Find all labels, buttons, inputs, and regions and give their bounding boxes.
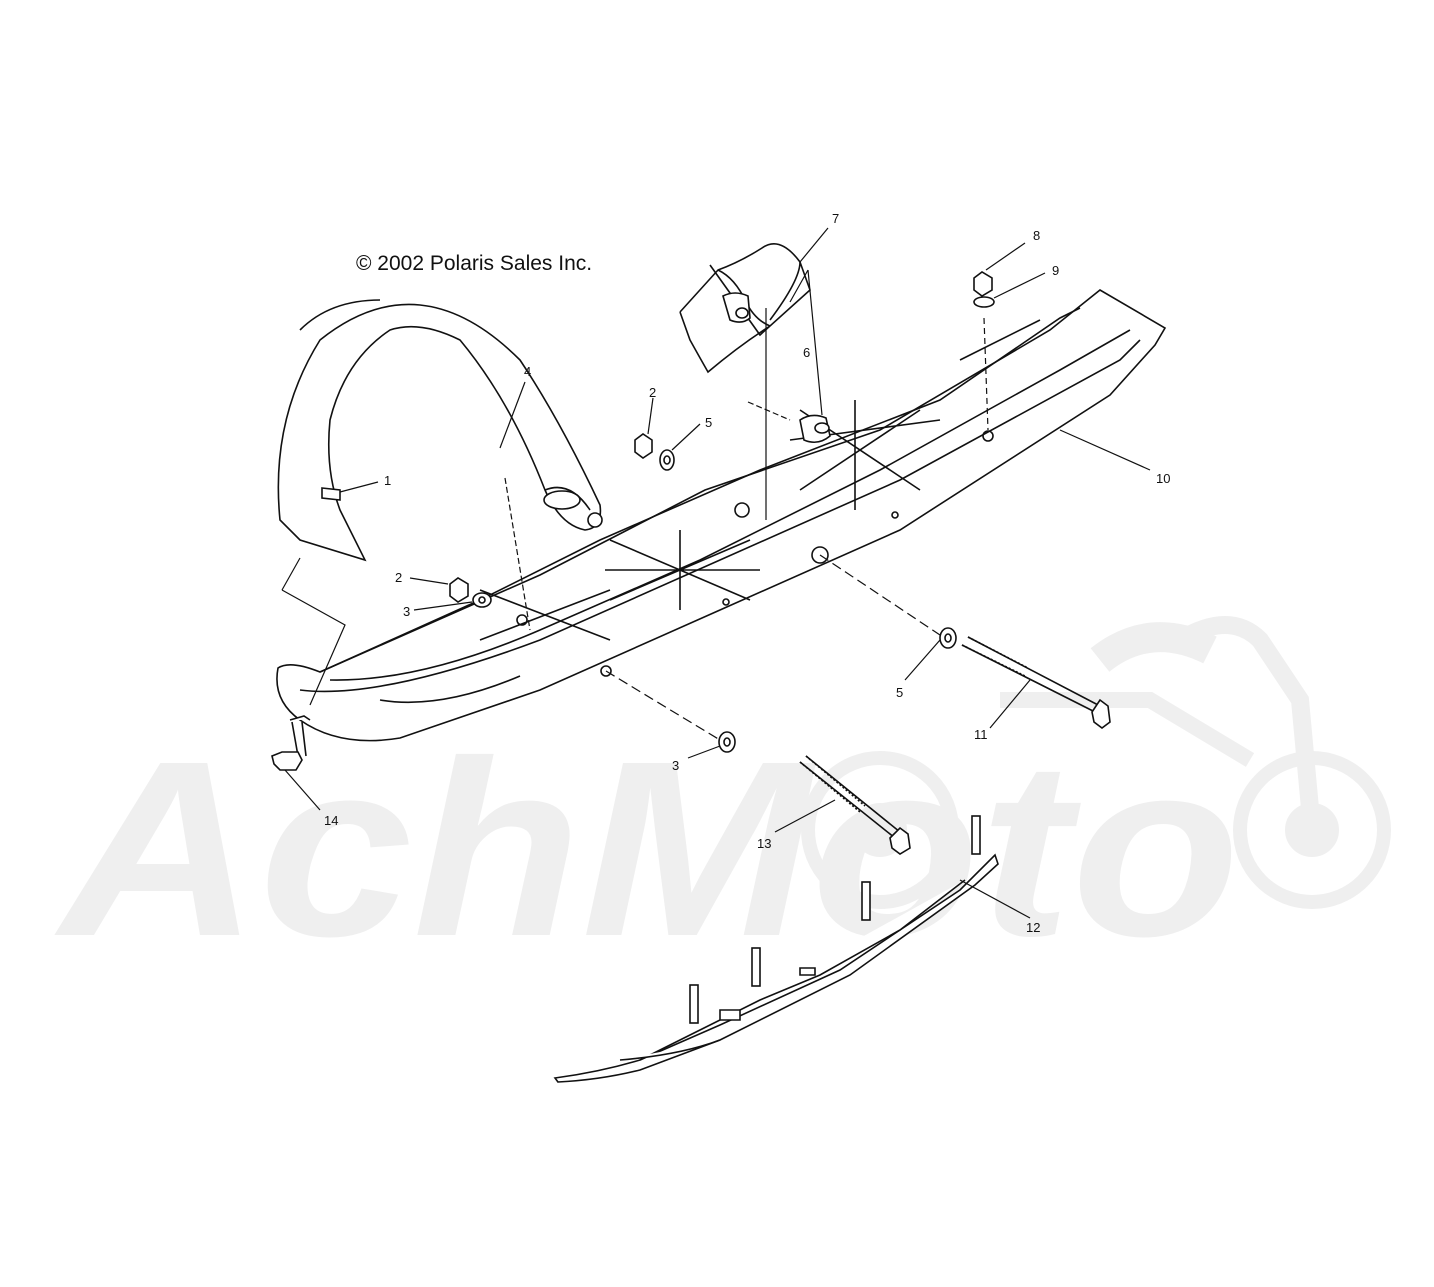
motorcycle-watermark-icon <box>801 616 1391 909</box>
callout-1: 1 <box>384 473 391 488</box>
callout-8: 8 <box>1033 228 1040 243</box>
callout-9: 9 <box>1052 263 1059 278</box>
leader-lines <box>281 227 1151 919</box>
callout-12: 12 <box>1026 920 1040 935</box>
callout-3-lower: 3 <box>672 758 679 773</box>
copyright-text: © 2002 Polaris Sales Inc. <box>356 252 593 275</box>
callout-5-upper: 5 <box>705 415 712 430</box>
wear-bar <box>553 815 999 1083</box>
callout-2-lower: 2 <box>395 570 402 585</box>
callout-11: 11 <box>974 727 988 742</box>
saddle-bushings <box>722 292 831 444</box>
callout-5-lower: 5 <box>896 685 903 700</box>
bolts <box>271 636 1111 855</box>
spindle-bracket <box>277 299 603 562</box>
callout-7: 7 <box>832 211 839 226</box>
watermark-text: AchMoto <box>53 709 1240 988</box>
callout-6: 6 <box>803 345 810 360</box>
callout-13: 13 <box>757 836 771 851</box>
callout-4: 4 <box>524 364 531 379</box>
callout-3-upper: 3 <box>403 604 410 619</box>
hardware <box>449 271 995 753</box>
callout-2-upper: 2 <box>649 385 656 400</box>
callout-10: 10 <box>1156 471 1170 486</box>
callout-14: 14 <box>324 813 338 828</box>
watermark: AchMoto <box>53 616 1391 988</box>
callouts: 1 2 2 3 3 4 5 5 6 7 8 9 10 11 12 13 14 <box>324 211 1170 935</box>
